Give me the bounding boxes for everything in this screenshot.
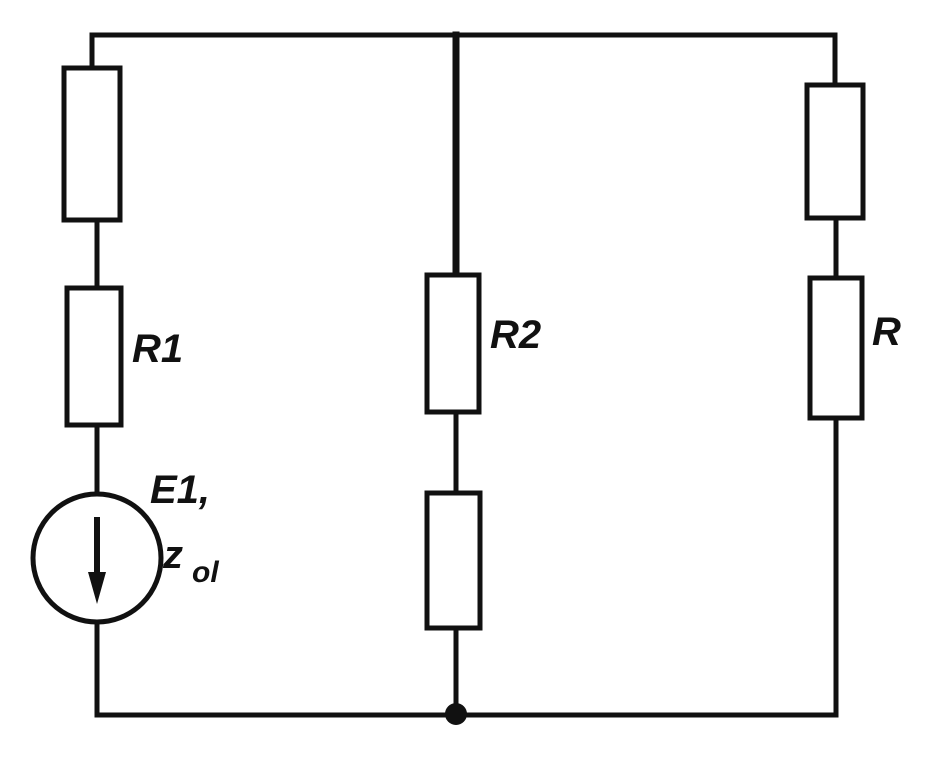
label-r2: R2 [490,313,541,357]
top-bus-wire [89,32,838,88]
resistor-middle-bottom [424,490,483,631]
label-r1: R1 [132,327,183,371]
label-e1: E1, [150,468,210,512]
label-z-subscript: ol [192,556,219,589]
label-r: R [872,310,901,354]
bottom-junction-node [445,703,467,725]
resistor-r1 [64,285,124,428]
resistor-r [807,275,865,421]
resistor-r2 [424,272,482,415]
resistor-right-top [804,82,866,221]
source-arrow-head-icon [88,572,106,604]
resistor-left-top [61,65,123,223]
label-z: z [162,533,183,577]
